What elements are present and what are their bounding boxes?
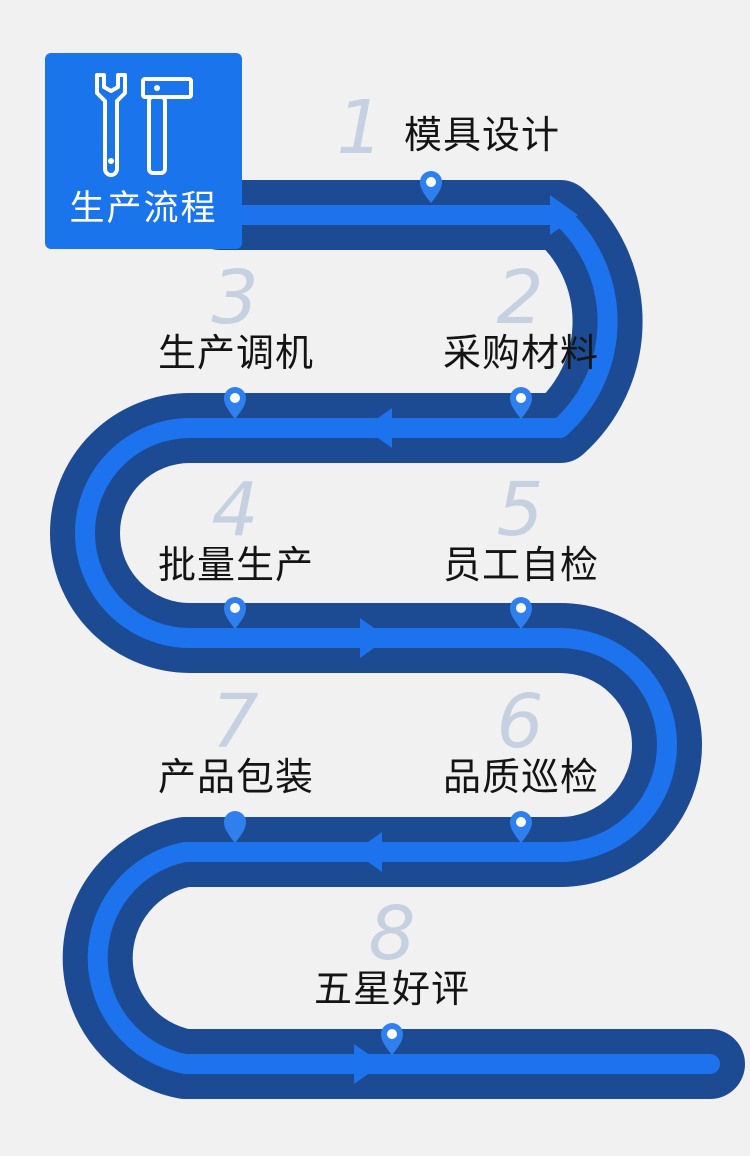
step-number: 2 xyxy=(496,255,544,341)
step-number: 3 xyxy=(211,255,259,341)
arrow-left-icon xyxy=(364,408,392,448)
step-label: 采购材料 xyxy=(442,331,600,375)
step-number: 6 xyxy=(496,679,544,765)
map-pin-icon xyxy=(420,171,442,203)
map-pin-icon xyxy=(510,597,532,629)
step-label: 员工自检 xyxy=(442,543,600,587)
arrow-right-icon xyxy=(360,618,388,658)
arrow-right-icon xyxy=(550,195,578,235)
header-badge: 生产流程 xyxy=(45,53,242,249)
road-lane xyxy=(75,205,720,1074)
tools-wrench-hammer-icon xyxy=(95,73,193,177)
step-number: 4 xyxy=(211,467,259,553)
direction-arrows xyxy=(354,195,578,1084)
step-label: 模具设计 xyxy=(403,113,561,157)
arrow-right-icon xyxy=(354,1044,382,1084)
step-label: 产品包装 xyxy=(157,755,315,799)
step-number: 8 xyxy=(368,891,416,977)
map-pin-icon xyxy=(224,811,246,843)
step-number: 7 xyxy=(211,679,259,765)
map-pin-icon xyxy=(510,811,532,843)
step-number: 1 xyxy=(336,85,384,171)
arrow-left-icon xyxy=(354,832,382,872)
step-label: 品质巡检 xyxy=(442,755,600,799)
step-number: 5 xyxy=(496,467,544,553)
map-pin-icon xyxy=(224,597,246,629)
map-pin-icon xyxy=(381,1023,403,1055)
map-pin-icon xyxy=(510,387,532,419)
header-title: 生产流程 xyxy=(69,189,218,229)
step-label: 五星好评 xyxy=(313,967,471,1011)
markers xyxy=(224,171,532,1055)
step-label: 批量生产 xyxy=(157,543,315,587)
step-label: 生产调机 xyxy=(157,331,315,375)
map-pin-icon xyxy=(224,387,246,419)
